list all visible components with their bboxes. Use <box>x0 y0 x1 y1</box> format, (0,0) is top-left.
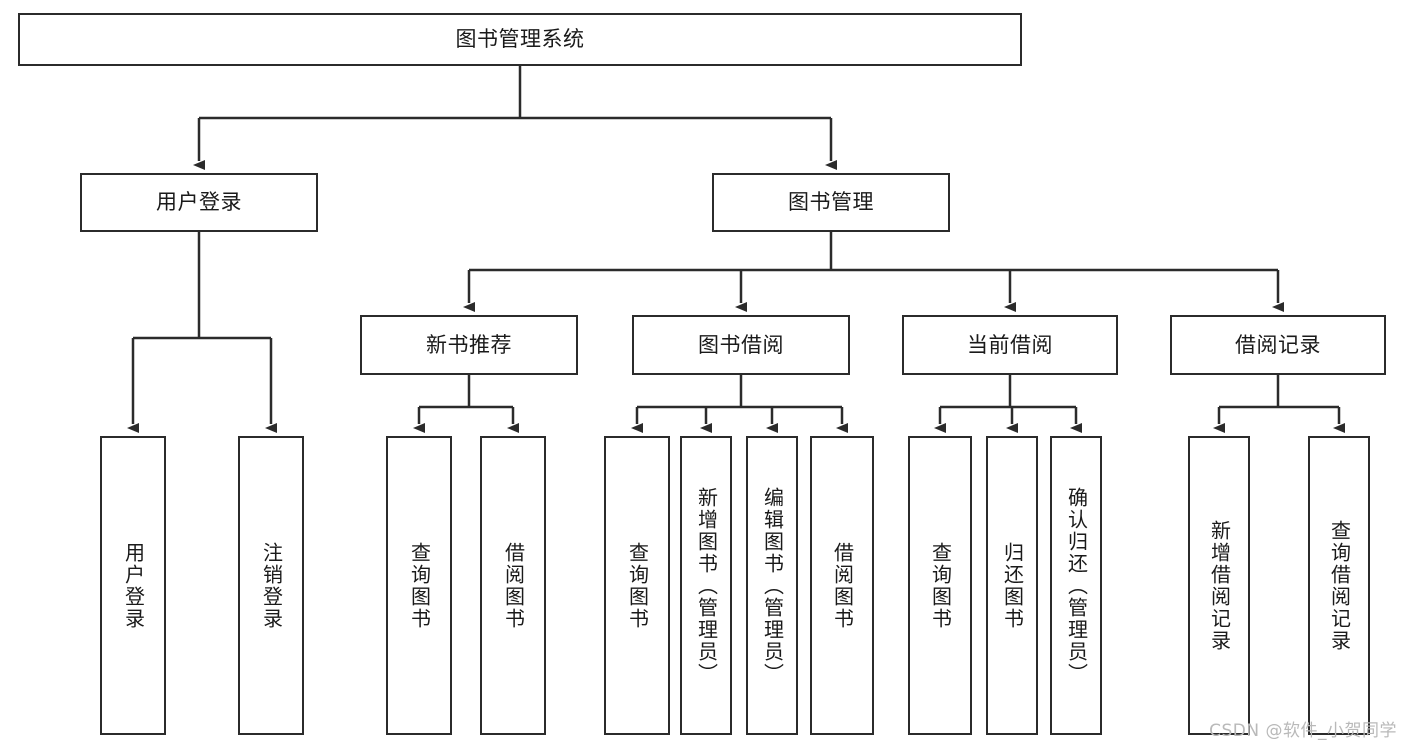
node-leaf-user-login[interactable]: 用户登录 <box>100 436 166 735</box>
node-leaf-return-book-label: 归还图书 <box>1000 541 1025 630</box>
node-current-borrow-label: 当前借阅 <box>967 332 1053 357</box>
node-leaf-query-book-3-label: 查询图书 <box>928 541 953 630</box>
node-borrow-record-label: 借阅记录 <box>1235 332 1321 357</box>
node-leaf-logout-login[interactable]: 注销登录 <box>238 436 304 735</box>
node-leaf-add-borrow-record[interactable]: 新增借阅记录 <box>1188 436 1250 735</box>
node-leaf-return-book[interactable]: 归还图书 <box>986 436 1038 735</box>
node-leaf-confirm-return-admin[interactable]: 确认归还（管理员） <box>1050 436 1102 735</box>
node-leaf-query-book-2-label: 查询图书 <box>625 541 650 630</box>
node-leaf-borrow-book-1[interactable]: 借阅图书 <box>480 436 546 735</box>
node-user-login[interactable]: 用户登录 <box>80 173 318 232</box>
node-root-label: 图书管理系统 <box>455 27 585 52</box>
node-leaf-add-borrow-record-label: 新增借阅记录 <box>1207 519 1232 652</box>
node-leaf-confirm-return-admin-label: 确认归还（管理员） <box>1064 486 1089 685</box>
node-book-manage-label: 图书管理 <box>788 190 874 215</box>
node-new-book-recommend[interactable]: 新书推荐 <box>360 315 578 375</box>
node-book-manage[interactable]: 图书管理 <box>712 173 950 232</box>
node-book-borrow[interactable]: 图书借阅 <box>632 315 850 375</box>
node-leaf-query-borrow-record[interactable]: 查询借阅记录 <box>1308 436 1370 735</box>
node-current-borrow[interactable]: 当前借阅 <box>902 315 1118 375</box>
node-leaf-edit-book-admin[interactable]: 编辑图书（管理员） <box>746 436 798 735</box>
node-book-borrow-label: 图书借阅 <box>698 332 784 357</box>
node-leaf-add-book-admin[interactable]: 新增图书（管理员） <box>680 436 732 735</box>
node-leaf-edit-book-admin-label: 编辑图书（管理员） <box>760 486 785 685</box>
node-new-book-recommend-label: 新书推荐 <box>426 332 512 357</box>
node-leaf-query-book-1-label: 查询图书 <box>407 541 432 630</box>
node-root[interactable]: 图书管理系统 <box>18 13 1022 66</box>
node-leaf-query-book-2[interactable]: 查询图书 <box>604 436 670 735</box>
node-leaf-borrow-book-1-label: 借阅图书 <box>501 541 526 630</box>
node-leaf-borrow-book-2-label: 借阅图书 <box>830 541 855 630</box>
node-leaf-query-book-1[interactable]: 查询图书 <box>386 436 452 735</box>
node-user-login-label: 用户登录 <box>156 190 242 215</box>
node-borrow-record[interactable]: 借阅记录 <box>1170 315 1386 375</box>
node-leaf-query-borrow-record-label: 查询借阅记录 <box>1327 519 1352 652</box>
node-leaf-user-login-label: 用户登录 <box>121 541 146 630</box>
node-leaf-query-book-3[interactable]: 查询图书 <box>908 436 972 735</box>
csdn-watermark: CSDN @软件_小贺同学 <box>1209 721 1397 741</box>
node-leaf-logout-login-label: 注销登录 <box>259 541 284 630</box>
node-leaf-borrow-book-2[interactable]: 借阅图书 <box>810 436 874 735</box>
node-leaf-add-book-admin-label: 新增图书（管理员） <box>694 486 719 685</box>
